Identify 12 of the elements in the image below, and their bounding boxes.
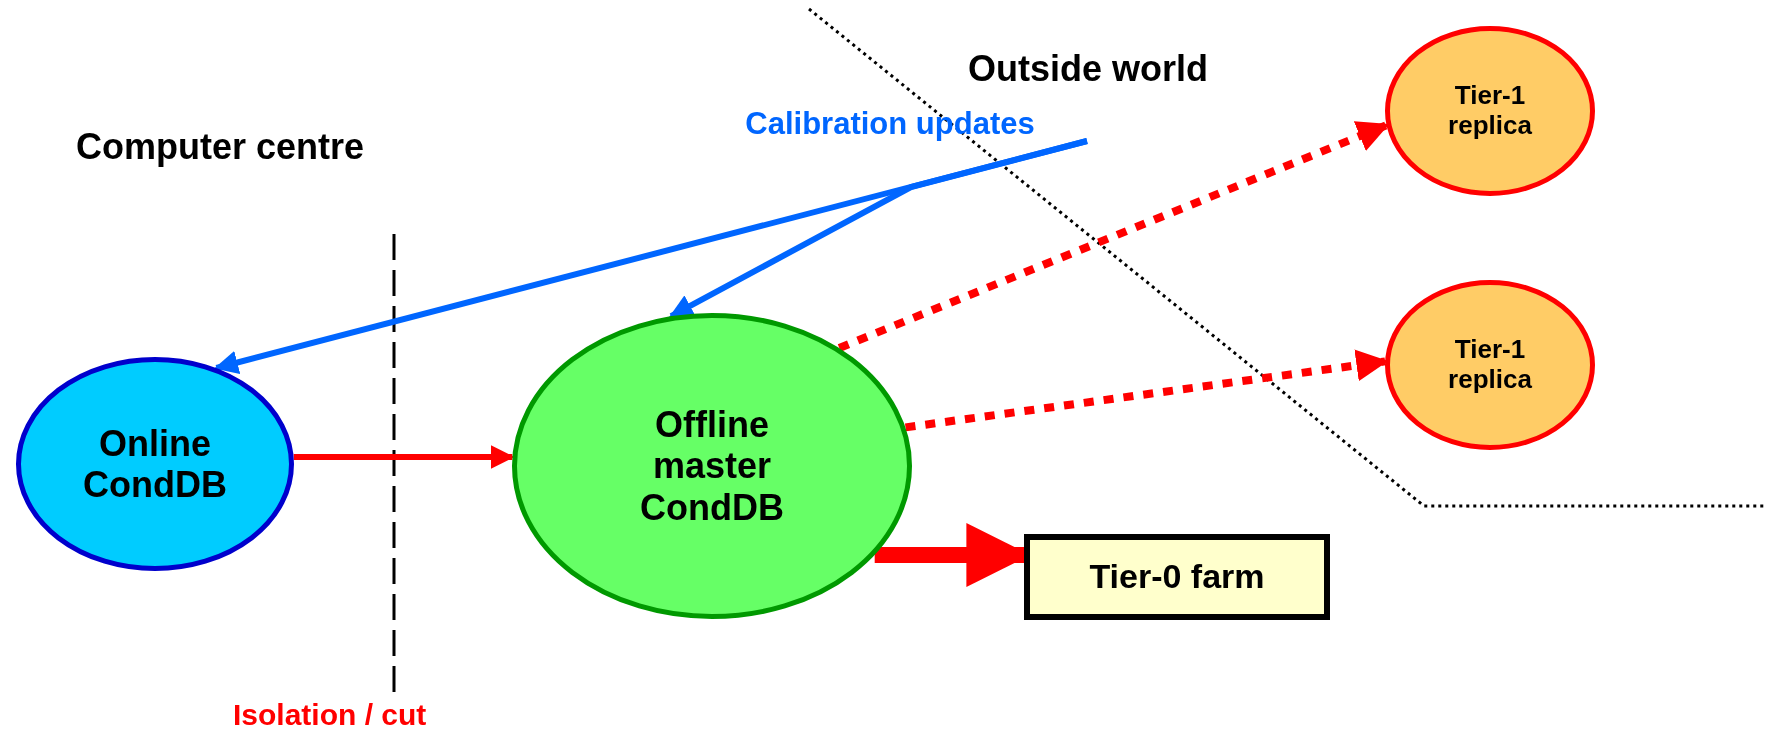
region-label: Computer centre xyxy=(76,126,365,168)
arrow xyxy=(669,138,1088,319)
database-ellipse: Offline master CondDB xyxy=(512,313,912,619)
database-ellipse: Online CondDB xyxy=(16,357,294,571)
arrow xyxy=(837,121,1390,352)
replica-ellipse: Tier-1 replica xyxy=(1385,26,1595,196)
process-box: Tier-0 farm xyxy=(1024,534,1330,620)
replica-ellipse: Tier-1 replica xyxy=(1385,280,1595,450)
cut-label: Isolation / cut xyxy=(233,698,427,732)
flow-label: Calibration updates xyxy=(690,104,1090,144)
arrow xyxy=(293,445,515,469)
region-label: Outside world xyxy=(968,48,1208,90)
